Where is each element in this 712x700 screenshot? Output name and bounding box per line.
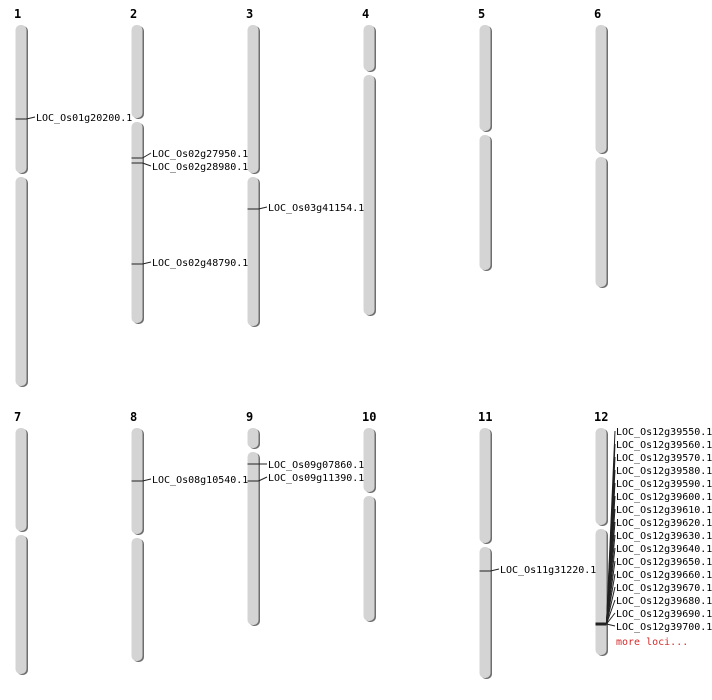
locus-label: LOC_Os09g07860.1 [268,460,364,471]
locus-leader-line [142,152,152,159]
locus-label: LOC_Os12g39630.1 [616,531,712,542]
chromosome-long-arm [15,535,27,674]
chromosome-number: 1 [14,7,21,21]
chromosome-long-arm [595,157,607,287]
chromosome-number: 2 [130,7,137,21]
chromosome-short-arm [15,25,27,173]
chromosome-number: 7 [14,410,21,424]
locus-leader-line [258,476,268,482]
locus-label: LOC_Os12g39700.1 [616,622,712,633]
chromosome-number: 12 [594,410,608,424]
chromosome-number: 5 [478,7,485,21]
locus-leader-line [142,478,152,482]
locus-leader-line [606,586,616,625]
chromosome-number: 10 [362,410,376,424]
chromosome-long-arm [247,177,259,326]
chromosome-long-arm [247,452,259,625]
chromosome-short-arm [247,25,259,173]
locus-leader-line [606,623,616,627]
chromosome-short-arm [247,428,259,448]
chromosome-long-arm [131,122,143,323]
locus-label: LOC_Os12g39570.1 [616,453,712,464]
locus-leader-line [606,599,616,625]
chromosome-short-arm [595,428,607,525]
chromosome-short-arm [15,428,27,531]
locus-label: LOC_Os03g41154.1 [268,203,364,214]
chromosome-6: 6 [594,7,608,288]
locus-label: LOC_Os02g48790.1 [152,258,248,269]
chromosome-short-arm [363,25,375,71]
locus-label: LOC_Os12g39680.1 [616,596,712,607]
chromosome-12: 12LOC_Os12g39550.1LOC_Os12g39560.1LOC_Os… [594,410,712,656]
locus-leader-line [606,612,616,625]
locus-label: LOC_Os02g28980.1 [152,162,248,173]
chromosome-short-arm [131,25,143,118]
chromosome-number: 9 [246,410,253,424]
chromosome-long-arm [363,75,375,315]
locus-label: LOC_Os12g39650.1 [616,557,712,568]
locus-label: LOC_Os12g39670.1 [616,583,712,594]
locus-label: LOC_Os12g39580.1 [616,466,712,477]
chromosome-long-arm [15,177,27,386]
locus-label: LOC_Os12g39610.1 [616,505,712,516]
chromosome-number: 8 [130,410,137,424]
chromosome-5: 5 [478,7,492,271]
locus-label: LOC_Os11g31220.1 [500,565,596,576]
chromosome-2: 2LOC_Os02g27950.1LOC_Os02g28980.1LOC_Os0… [130,7,248,324]
chromosome-long-arm [363,496,375,621]
chromosome-number: 3 [246,7,253,21]
chromosome-short-arm [595,25,607,153]
locus-label: LOC_Os12g39590.1 [616,479,712,490]
locus-label: LOC_Os12g39640.1 [616,544,712,555]
locus-leader-line [258,206,268,210]
chromosome-long-arm [595,529,607,655]
chromosome-long-arm [479,547,491,678]
locus-label: LOC_Os12g39560.1 [616,440,712,451]
locus-label: LOC_Os12g39620.1 [616,518,712,529]
locus-label: LOC_Os02g27950.1 [152,149,248,160]
chromosome-long-arm [479,135,491,270]
chromosome-4: 4 [362,7,376,316]
chromosome-short-arm [363,428,375,492]
locus-leader-line [490,568,500,572]
locus-label: LOC_Os12g39550.1 [616,427,712,438]
locus-label: LOC_Os12g39690.1 [616,609,712,620]
chromosome-number: 6 [594,7,601,21]
more-loci-link[interactable]: more loci... [616,637,688,648]
chromosome-number: 4 [362,7,369,21]
chromosome-long-arm [131,538,143,661]
locus-leader-line [142,261,152,265]
chromosome-short-arm [479,428,491,543]
locus-label: LOC_Os01g20200.1 [36,113,132,124]
locus-label: LOC_Os08g10540.1 [152,475,248,486]
locus-label: LOC_Os12g39600.1 [616,492,712,503]
locus-label: LOC_Os09g11390.1 [268,473,364,484]
chromosome-10: 10 [362,410,376,622]
chromosome-short-arm [479,25,491,131]
locus-leader-line [142,162,152,167]
chromosome-7: 7 [14,410,28,675]
chromosome-number: 11 [478,410,492,424]
locus-label: LOC_Os12g39660.1 [616,570,712,581]
locus-leader-line [26,116,36,120]
